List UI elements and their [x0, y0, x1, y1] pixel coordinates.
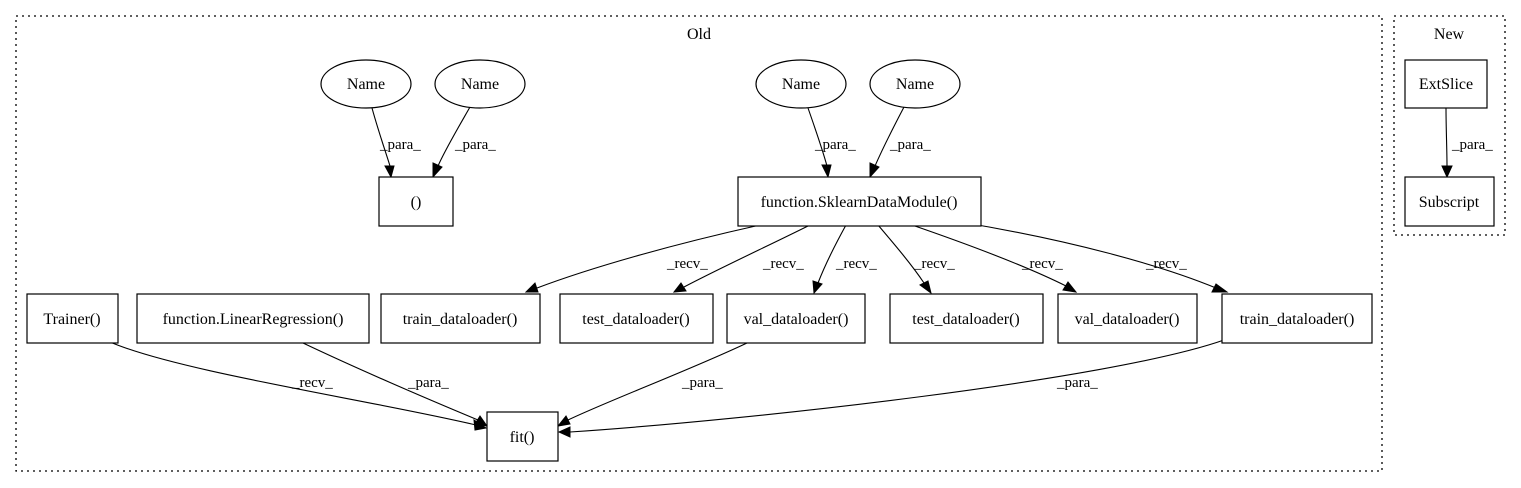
node-label: ExtSlice	[1419, 76, 1473, 93]
node-label: Name	[461, 76, 499, 93]
node-label: Name	[896, 76, 934, 93]
node-val-dataloader-1[interactable]: val_dataloader()	[726, 293, 866, 344]
edge-name3-sklearn: _para_	[807, 107, 856, 179]
node-fit[interactable]: fit()	[486, 411, 559, 462]
node-label: test_dataloader()	[912, 311, 1020, 328]
edge-sklearn-train-dl-2: _recv_	[959, 221, 1229, 293]
edge-label: _para_	[889, 137, 931, 153]
cluster-old: Old	[15, 15, 1383, 472]
node-label: Subscript	[1419, 194, 1480, 211]
cluster-new: New	[1393, 15, 1506, 236]
edge-train-dl-2-fit: _para_	[557, 339, 1225, 438]
edge-sklearn-test-dl-2: _recv_	[877, 224, 955, 295]
edge-label: _recv_	[913, 256, 955, 272]
node-label: train_dataloader()	[403, 311, 518, 328]
node-label: val_dataloader()	[744, 311, 849, 328]
edge-label: _recv_	[762, 256, 804, 272]
edge-name2-tuple: _para_	[432, 106, 496, 179]
edge-extslice-subscript: _para_	[1441, 107, 1493, 179]
node-name-2[interactable]: Name	[434, 59, 526, 109]
edge-name4-sklearn: _para_	[869, 106, 931, 179]
node-label: function.SklearnDataModule()	[761, 194, 958, 211]
edge-label: _para_	[1056, 375, 1098, 391]
node-test-dataloader-1[interactable]: test_dataloader()	[559, 293, 714, 344]
edge-label: _recv_	[1145, 256, 1187, 272]
node-name-1[interactable]: Name	[320, 59, 412, 109]
node-label: train_dataloader()	[1240, 311, 1355, 328]
edge-label: _para_	[407, 375, 449, 391]
nodes: Name Name Name Name () function.SklearnD…	[26, 59, 1495, 462]
edge-label: _recv_	[666, 256, 708, 272]
node-ext-slice[interactable]: ExtSlice	[1404, 59, 1488, 109]
edge-sklearn-test-dl-1: _recv_	[672, 224, 811, 293]
edge-linreg-fit: _para_	[302, 342, 489, 427]
edge-label: _para_	[379, 137, 421, 153]
cluster-old-label: Old	[687, 26, 711, 43]
node-label: val_dataloader()	[1075, 311, 1180, 328]
edge-label: _recv_	[1021, 256, 1063, 272]
node-name-4[interactable]: Name	[869, 59, 961, 109]
node-train-dataloader-1[interactable]: train_dataloader()	[380, 293, 541, 344]
cluster-new-label: New	[1434, 26, 1465, 43]
edge-label: _recv_	[835, 256, 877, 272]
edge-sklearn-val-dl-2: _recv_	[911, 224, 1078, 293]
node-label: ()	[411, 194, 422, 211]
edge-label: _para_	[814, 137, 856, 153]
edge-name1-tuple: _para_	[371, 107, 421, 179]
node-name-3[interactable]: Name	[755, 59, 847, 109]
node-linear-regression[interactable]: function.LinearRegression()	[136, 293, 370, 344]
node-label: test_dataloader()	[582, 311, 690, 328]
edge-label: _para_	[681, 375, 723, 391]
edge-label: _para_	[454, 137, 496, 153]
node-tuple[interactable]: ()	[378, 176, 454, 227]
node-val-dataloader-2[interactable]: val_dataloader()	[1057, 293, 1198, 344]
edge-label: _para_	[1451, 137, 1493, 153]
node-label: fit()	[510, 429, 535, 446]
edge-sklearn-val-dl-1: _recv_	[812, 224, 877, 295]
node-test-dataloader-2[interactable]: test_dataloader()	[889, 293, 1044, 344]
node-label: function.LinearRegression()	[163, 311, 344, 328]
node-label: Name	[782, 76, 820, 93]
node-trainer[interactable]: Trainer()	[26, 293, 119, 344]
node-label: Trainer()	[43, 311, 100, 328]
node-subscript[interactable]: Subscript	[1404, 176, 1495, 227]
edge-label: _recv_	[291, 375, 333, 391]
node-train-dataloader-2[interactable]: train_dataloader()	[1221, 293, 1373, 344]
node-label: Name	[347, 76, 385, 93]
node-sklearn-data-module[interactable]: function.SklearnDataModule()	[737, 176, 982, 227]
edges: _para_ _para_ _para_ _para_ _recv_	[109, 106, 1493, 438]
edge-val-dl-1-fit: _para_	[556, 342, 748, 427]
edge-sklearn-train-dl-1: _recv_	[524, 224, 761, 293]
